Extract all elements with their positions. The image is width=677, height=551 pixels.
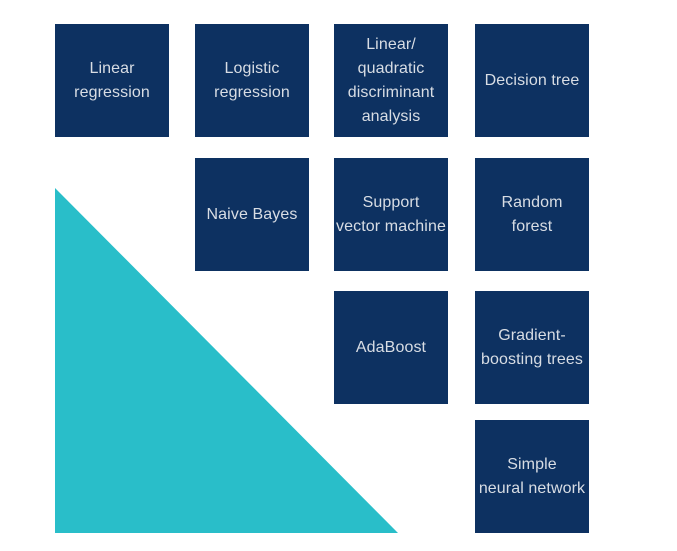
cell-label: AdaBoost xyxy=(355,338,427,356)
cell-adaboost: AdaBoost xyxy=(334,291,448,404)
cell-label: Gradient- boosting trees xyxy=(481,326,583,368)
cell-linear-quadratic-discriminant-analysis: Linear/ quadratic discriminant analysis xyxy=(334,24,448,137)
cell-simple-neural-network: Simple neural network xyxy=(475,420,589,533)
cell-label: Linear/ quadratic discriminant analysis xyxy=(347,35,435,125)
cell-naive-bayes: Naive Bayes xyxy=(195,158,309,271)
cell-gradient-boosting-trees: Gradient- boosting trees xyxy=(475,291,589,404)
cell-random-forest: Random forest xyxy=(475,158,589,271)
cell-label: Decision tree xyxy=(484,71,580,89)
cell-label: Random forest xyxy=(501,193,563,235)
cell-label: Support vector machine xyxy=(336,193,446,235)
cell-decision-tree: Decision tree xyxy=(475,24,589,137)
cell-linear-regression: Linear regression xyxy=(55,24,169,137)
teal-triangle-shape xyxy=(55,188,398,533)
cell-support-vector-machine: Support vector machine xyxy=(334,158,448,271)
cell-label: Naive Bayes xyxy=(206,205,298,223)
cell-logistic-regression: Logistic regression xyxy=(195,24,309,137)
cell-label: Linear regression xyxy=(74,59,150,101)
cell-label: Logistic regression xyxy=(214,59,290,101)
cell-label: Simple neural network xyxy=(478,455,586,497)
